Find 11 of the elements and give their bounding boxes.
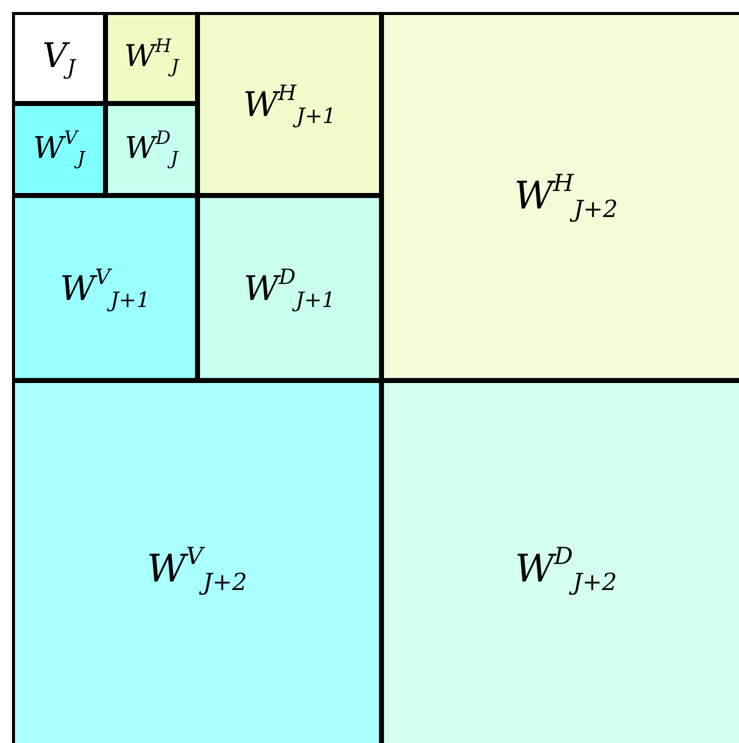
coefficient-block	[12, 12, 106, 104]
coefficient-block	[12, 380, 382, 743]
coefficient-block	[105, 12, 198, 104]
coefficient-block	[381, 12, 739, 381]
coefficient-block	[197, 195, 382, 381]
coefficient-block	[381, 380, 739, 743]
coefficient-block	[12, 195, 198, 381]
coefficient-block	[105, 103, 198, 196]
coefficient-block	[197, 12, 382, 196]
coefficient-block	[12, 103, 106, 196]
math-label: V$_{J}$	[42, 38, 76, 78]
